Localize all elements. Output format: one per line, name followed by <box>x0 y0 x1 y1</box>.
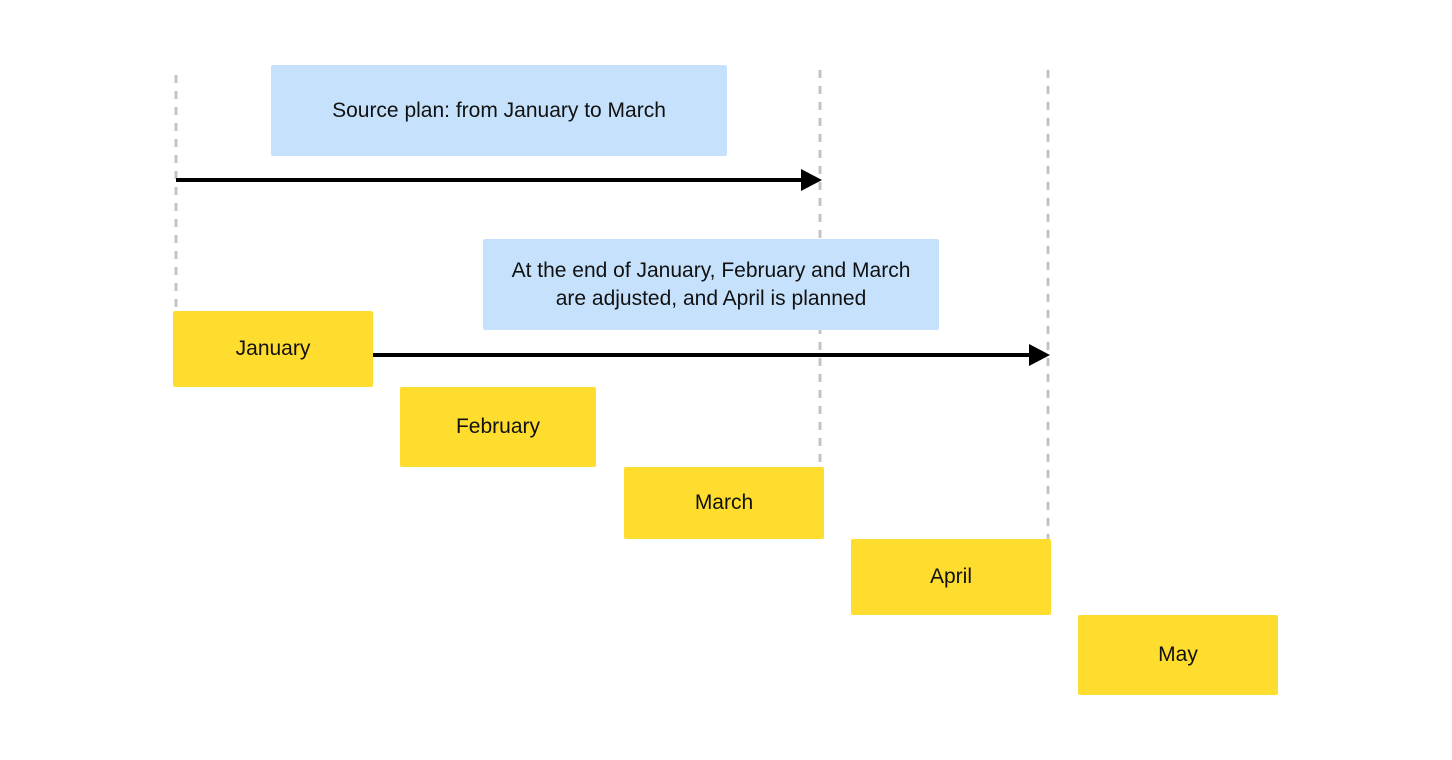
adjusted-plan-arrowhead <box>1029 344 1050 366</box>
month-february-label: February <box>455 415 541 438</box>
month-march-label: March <box>694 491 754 514</box>
month-january: January <box>173 311 373 387</box>
month-march: March <box>624 467 824 539</box>
month-may-label: May <box>1158 643 1198 666</box>
adjustment-note: At the end of January, February and Marc… <box>483 239 939 330</box>
month-may: May <box>1078 615 1278 695</box>
month-april: April <box>851 539 1051 615</box>
adjustment-note-line-2: are adjusted, and April is planned <box>555 286 867 310</box>
month-april-label: April <box>929 565 972 588</box>
source-plan-note: Source plan: from January to March <box>271 65 727 156</box>
source-plan-note-text: Source plan: from January to March <box>332 98 666 122</box>
month-january-label: January <box>235 337 311 360</box>
month-february: February <box>400 387 596 467</box>
adjustment-note-line-1: At the end of January, February and Marc… <box>511 258 911 282</box>
source-plan-arrowhead <box>801 169 822 191</box>
